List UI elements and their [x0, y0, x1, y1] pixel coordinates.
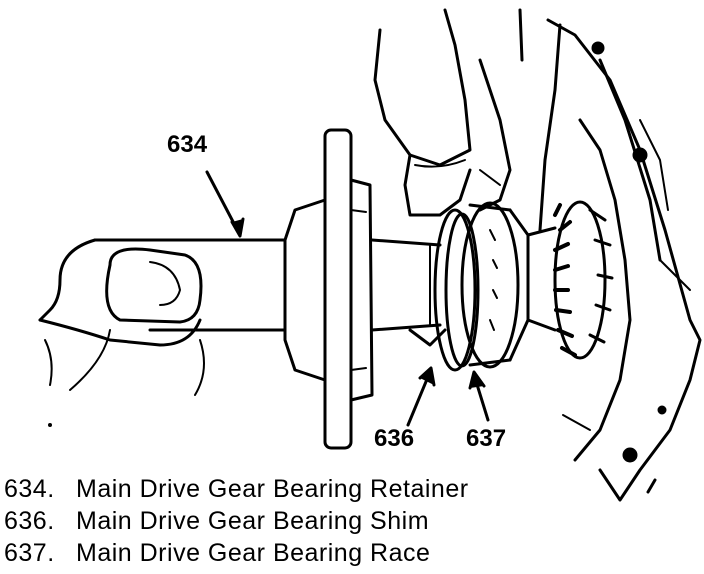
bearing-shim [433, 208, 480, 372]
bearing-retainer [283, 128, 442, 450]
leader-arrow-634 [205, 170, 245, 238]
legend-label: Main Drive Gear Bearing Shim [76, 507, 430, 535]
transmission-case [518, 8, 702, 502]
bearing-race [460, 201, 530, 369]
legend-label: Main Drive Gear Bearing Race [76, 539, 431, 567]
callout-636: 636 [374, 425, 415, 452]
callout-637: 637 [466, 425, 507, 452]
leader-arrow-636 [406, 366, 436, 427]
leader-arrow-637 [468, 370, 490, 422]
legend-item: 636. Main Drive Gear Bearing Shim [4, 505, 469, 537]
legend-number: 637. [4, 539, 55, 567]
main-drive-gear [526, 200, 614, 360]
legend-number: 634. [4, 475, 55, 503]
legend-item: 637. Main Drive Gear Bearing Race [4, 537, 469, 569]
legend-number: 636. [4, 507, 55, 535]
legend-item: 634. Main Drive Gear Bearing Retainer [4, 473, 469, 505]
hand-fingers [373, 8, 512, 347]
callout-634: 634 [167, 131, 208, 158]
tool-handle-and-thumb [38, 238, 287, 396]
parts-legend: 634. Main Drive Gear Bearing Retainer 636… [4, 473, 469, 569]
legend-label: Main Drive Gear Bearing Retainer [76, 475, 469, 503]
